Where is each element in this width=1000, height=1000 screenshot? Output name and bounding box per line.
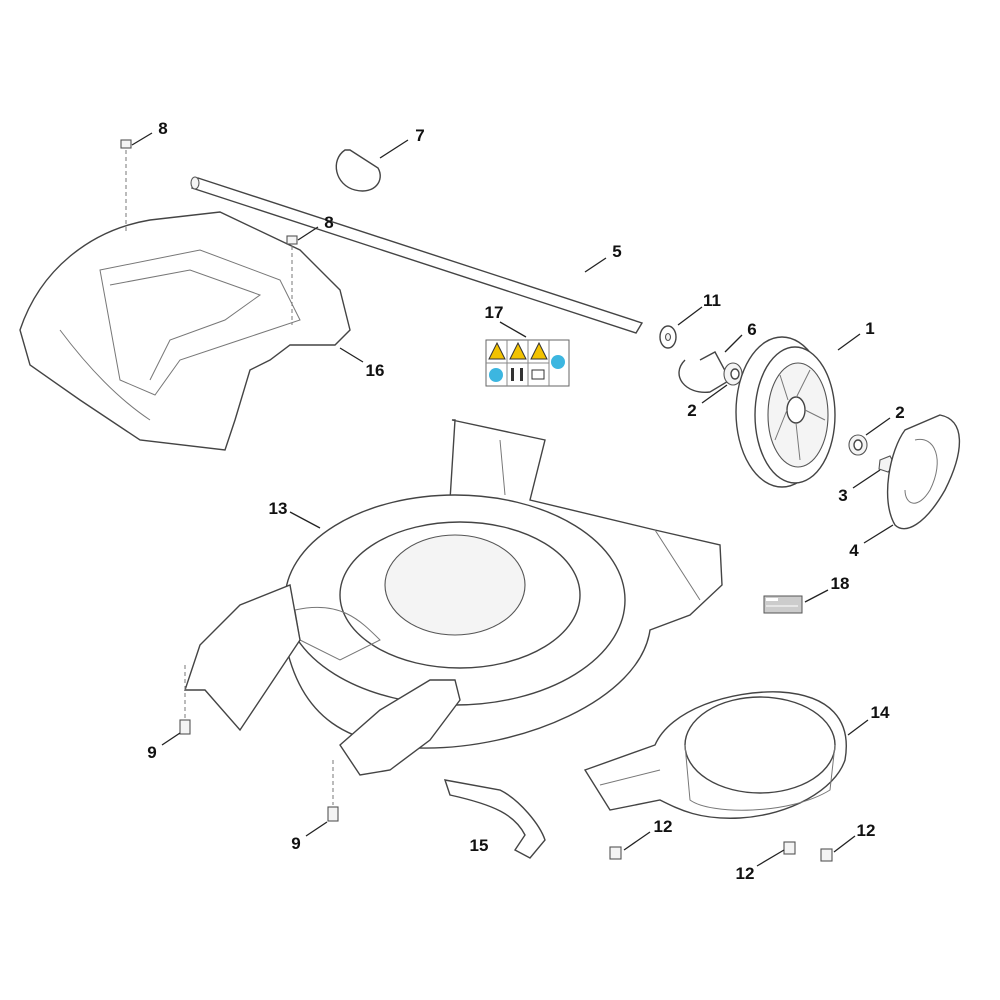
manual-icon: [489, 368, 503, 382]
callout-8: 8: [158, 119, 167, 138]
warning-icon: [530, 341, 548, 360]
bearing-part-2[interactable]: [723, 362, 743, 386]
callout-5: 5: [612, 242, 621, 261]
warning-icon: [509, 341, 527, 360]
callout-15: 15: [470, 836, 489, 855]
callout-6: 6: [747, 320, 756, 339]
screw-part-12b[interactable]: [783, 841, 796, 855]
callout-12: 12: [736, 864, 755, 883]
callout-11: 11: [703, 291, 721, 310]
callout-2: 2: [687, 401, 696, 420]
callout-3: 3: [838, 486, 847, 505]
screw-part-12c[interactable]: [820, 848, 833, 862]
hubcap-part-4[interactable]: [886, 414, 961, 530]
warning-icon: [488, 341, 506, 360]
callout-1: 1: [865, 319, 874, 338]
callout-9: 9: [291, 834, 300, 853]
mower-deck-part-13[interactable]: [184, 419, 723, 776]
callout-9: 9: [147, 743, 156, 762]
callout-12: 12: [857, 821, 876, 840]
callout-7: 7: [415, 126, 424, 145]
clip-part-6[interactable]: [678, 351, 731, 393]
callout-17: 17: [485, 303, 504, 322]
screw-part-8[interactable]: [120, 139, 132, 232]
screw-part-8b[interactable]: [286, 235, 298, 325]
callout-13: 13: [269, 499, 288, 518]
callout-12: 12: [654, 817, 673, 836]
mulch-insert-part-14[interactable]: [583, 691, 847, 819]
ear-protection-icon: [551, 355, 565, 369]
screw-part-9[interactable]: [179, 665, 191, 735]
clip-part-7[interactable]: [335, 149, 381, 192]
bearing-part-2b[interactable]: [848, 434, 868, 456]
screw-part-9b[interactable]: [327, 760, 339, 822]
callout-18: 18: [831, 574, 850, 593]
washer-part-11[interactable]: [659, 325, 677, 349]
warning-sticker-part-17[interactable]: [485, 339, 570, 387]
product-label-part-18[interactable]: [763, 595, 803, 614]
callout-14: 14: [871, 703, 890, 722]
callout-4: 4: [849, 541, 859, 560]
screw-part-12[interactable]: [609, 846, 622, 860]
callout-leaders: [131, 132, 894, 867]
callout-8: 8: [324, 213, 333, 232]
callout-16: 16: [366, 361, 385, 380]
rear-cover-part-16[interactable]: [19, 211, 351, 451]
axle-rod-part-5[interactable]: [190, 176, 644, 334]
wheel-part-1[interactable]: [735, 336, 836, 488]
callout-2: 2: [895, 403, 904, 422]
blade-part-15[interactable]: [443, 779, 546, 859]
